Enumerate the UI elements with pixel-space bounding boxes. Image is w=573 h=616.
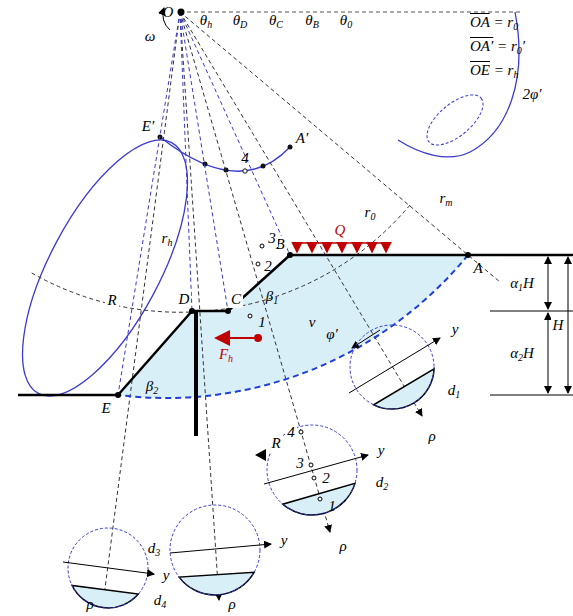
math-label: 2 bbox=[264, 259, 272, 274]
math-label: 2 bbox=[320, 470, 332, 487]
math-label: y bbox=[452, 322, 459, 337]
math-label: 3 bbox=[266, 230, 278, 247]
math-label: Fh bbox=[219, 347, 233, 362]
math-label: ρ bbox=[428, 429, 435, 444]
math-label: y bbox=[378, 443, 385, 458]
math-label: E bbox=[101, 401, 110, 416]
math-label: H bbox=[551, 317, 566, 334]
math-label: d4 bbox=[154, 593, 167, 608]
math-label: d2 bbox=[376, 475, 389, 490]
math-label: 3 bbox=[294, 455, 306, 472]
math-label: ρ bbox=[228, 597, 235, 612]
math-label: y bbox=[281, 533, 288, 548]
math-label: A bbox=[473, 261, 482, 276]
math-label: β2 bbox=[146, 379, 158, 394]
math-label: C bbox=[229, 291, 243, 308]
math-label: R bbox=[105, 292, 118, 309]
math-label: β1 bbox=[266, 289, 278, 304]
math-label: θD bbox=[233, 13, 248, 28]
math-label: θh bbox=[200, 13, 212, 28]
math-label: 1 bbox=[258, 315, 266, 330]
math-label: θC bbox=[269, 13, 283, 28]
math-label: 4 bbox=[241, 151, 249, 166]
math-label: O bbox=[163, 5, 174, 20]
math-label: d1 bbox=[448, 383, 461, 398]
math-label: 2φ′ bbox=[520, 86, 543, 103]
math-label: 4 bbox=[285, 424, 297, 441]
math-label: d3 bbox=[148, 541, 161, 556]
math-label: ω bbox=[145, 29, 156, 44]
math-label: rh bbox=[160, 230, 175, 247]
math-label: α2H bbox=[510, 346, 534, 361]
math-label: θB bbox=[305, 13, 318, 28]
math-label: φ′ bbox=[326, 327, 338, 342]
math-label: 1 bbox=[328, 499, 336, 514]
math-label: v bbox=[309, 315, 316, 330]
math-label: ρ bbox=[339, 539, 346, 554]
math-label: y bbox=[163, 568, 170, 583]
math-label: Q bbox=[335, 223, 346, 238]
math-label: E′ bbox=[142, 119, 154, 134]
math-label: ρ bbox=[86, 597, 93, 612]
math-label: A′ bbox=[296, 131, 308, 146]
math-label: R bbox=[269, 435, 282, 452]
math-label: α1H bbox=[510, 276, 534, 291]
math-label: OA′ = r0′ bbox=[470, 39, 525, 54]
math-label: r0 bbox=[363, 204, 378, 221]
math-label: D bbox=[177, 291, 192, 308]
math-label: OA = r0 bbox=[470, 15, 518, 30]
math-label: θ0 bbox=[340, 13, 352, 28]
math-label: rm bbox=[437, 190, 454, 207]
math-label: OE = rh bbox=[470, 63, 518, 78]
